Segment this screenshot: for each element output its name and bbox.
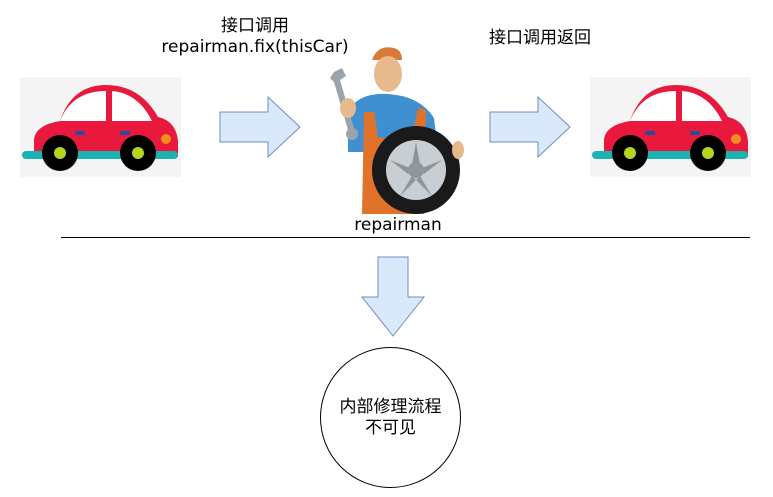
down-arrow: [360, 256, 426, 337]
hidden-process-circle: 内部修理流程 不可见: [320, 347, 461, 488]
circle-text-line1: 内部修理流程: [339, 396, 442, 417]
divider-line: [61, 237, 750, 238]
repairman-label: repairman: [354, 215, 442, 235]
return-label: 接口调用返回: [489, 28, 591, 48]
car-icon: [22, 85, 178, 171]
circle-text-line2: 不可见: [365, 417, 416, 438]
repairman-image: [328, 42, 468, 214]
output-car-image: [590, 77, 751, 177]
return-arrow: [489, 95, 571, 159]
call-arrow: [219, 95, 301, 159]
input-car-image: [20, 77, 181, 177]
mechanic-with-tire-icon: [330, 47, 464, 214]
call-label-method: repairman.fix(thisCar): [161, 37, 349, 57]
call-label: 接口调用 repairman.fix(thisCar): [140, 16, 370, 58]
call-label-title: 接口调用: [221, 16, 289, 36]
car-icon: [592, 85, 748, 171]
